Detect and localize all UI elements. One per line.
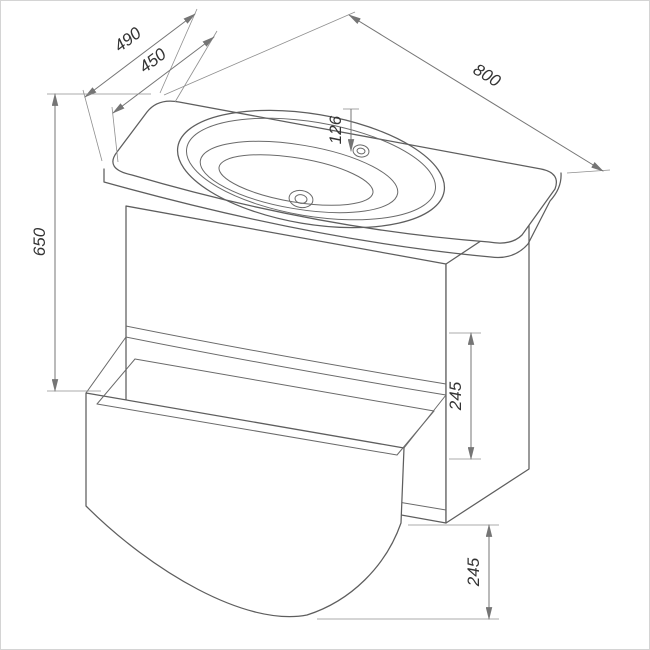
dimension-650: 650 bbox=[30, 92, 151, 393]
dimension-line-490 bbox=[84, 13, 196, 98]
extension-line bbox=[174, 30, 218, 103]
dimension-245-upper-label: 245 bbox=[446, 381, 465, 411]
drawer-separation-line-lower bbox=[125, 336, 447, 396]
extension-line bbox=[159, 8, 198, 94]
extension-line bbox=[111, 106, 119, 163]
dimension-245-upper: 245 bbox=[446, 331, 481, 461]
basin-bowl-bottom bbox=[218, 154, 374, 206]
drain-inner-ring bbox=[294, 194, 308, 204]
dimension-126-label: 126 bbox=[326, 115, 345, 144]
open-drawer bbox=[85, 336, 447, 618]
dimension-126: 126 bbox=[326, 108, 359, 153]
open-drawer-front-panel bbox=[85, 392, 405, 618]
basin-outer-contour bbox=[176, 109, 446, 229]
drawer-slide-edge-left bbox=[85, 336, 127, 394]
dimension-650-label: 650 bbox=[30, 227, 49, 256]
dimension-245-lower: 245 bbox=[317, 523, 499, 621]
dimension-line-800 bbox=[348, 14, 604, 172]
dimension-490-label: 490 bbox=[111, 23, 146, 56]
drawer-separation-line-upper bbox=[125, 325, 447, 385]
dimension-line-450 bbox=[112, 36, 215, 114]
drain-outer-ring bbox=[288, 189, 314, 209]
countertop-edge-band bbox=[103, 168, 562, 259]
basin-rim bbox=[185, 117, 437, 221]
drawer-left-wall-top bbox=[96, 358, 136, 405]
drawer-slide-edge-right bbox=[403, 394, 447, 449]
dimension-450-label: 450 bbox=[136, 44, 171, 77]
basin-bowl bbox=[199, 140, 399, 214]
dimension-800-label: 800 bbox=[470, 60, 505, 91]
dimensions: 490 450 800 650 126 bbox=[30, 8, 611, 621]
drain bbox=[288, 189, 314, 209]
extension-line bbox=[566, 169, 611, 174]
drawer-back-wall-top bbox=[134, 358, 435, 412]
drawer-inner-front-rim bbox=[96, 403, 398, 456]
extension-line bbox=[163, 11, 356, 96]
dimension-245-lower-label: 245 bbox=[464, 557, 483, 587]
extension-line bbox=[82, 89, 103, 162]
